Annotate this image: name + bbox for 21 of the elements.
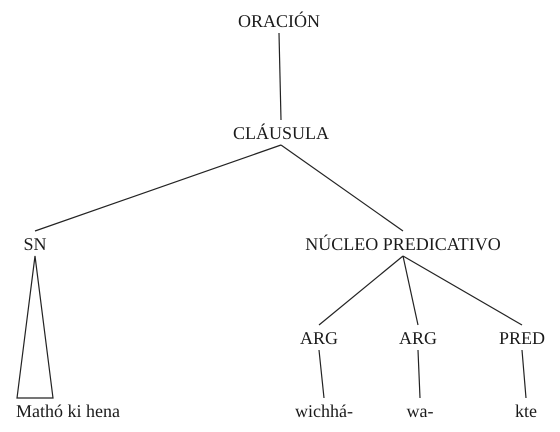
tree-branch xyxy=(402,255,522,326)
tree-branch xyxy=(521,350,527,398)
tree-node-label: wa- xyxy=(406,401,434,421)
tree-branch xyxy=(417,350,421,398)
tree-node-label: PRED xyxy=(499,328,545,348)
tree-branch xyxy=(34,144,282,232)
tree-node-label: NÚCLEO PREDICATIVO xyxy=(305,234,501,254)
tree-branch xyxy=(280,144,404,232)
tree-node-label: ORACIÓN xyxy=(238,11,320,31)
tree-node-label: Mathó ki hena xyxy=(16,401,120,421)
tree-node-label: kte xyxy=(515,401,537,421)
tree-node-label: ARG xyxy=(300,328,338,348)
tree-branch xyxy=(318,350,325,398)
tree-branch xyxy=(402,256,419,326)
tree-node-label: wichhá- xyxy=(295,401,353,421)
tree-branch xyxy=(278,32,282,120)
tree-node-label: CLÁUSULA xyxy=(233,123,329,143)
tree-node-label: SN xyxy=(24,234,46,254)
tree-branch xyxy=(318,256,404,326)
triangle-branch xyxy=(16,255,54,399)
tree-node-label: ARG xyxy=(399,328,437,348)
